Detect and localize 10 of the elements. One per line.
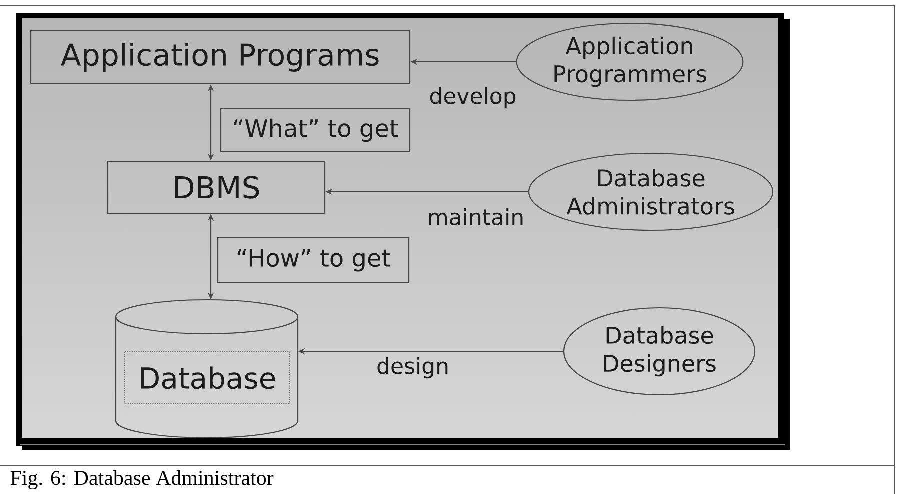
database-cylinder (115, 299, 299, 439)
edge-label: design (378, 357, 448, 379)
dotted-box: Database (124, 352, 290, 404)
process-box: DBMS (107, 160, 326, 214)
note-box: “What” to get (220, 108, 411, 153)
edge-label: develop (430, 87, 516, 109)
caption: Fig. 6: Database Administrator (10, 470, 274, 490)
edge-label: maintain (429, 208, 523, 226)
process-box: Application Programs (30, 30, 411, 85)
note-box: “How” to get (217, 237, 410, 284)
